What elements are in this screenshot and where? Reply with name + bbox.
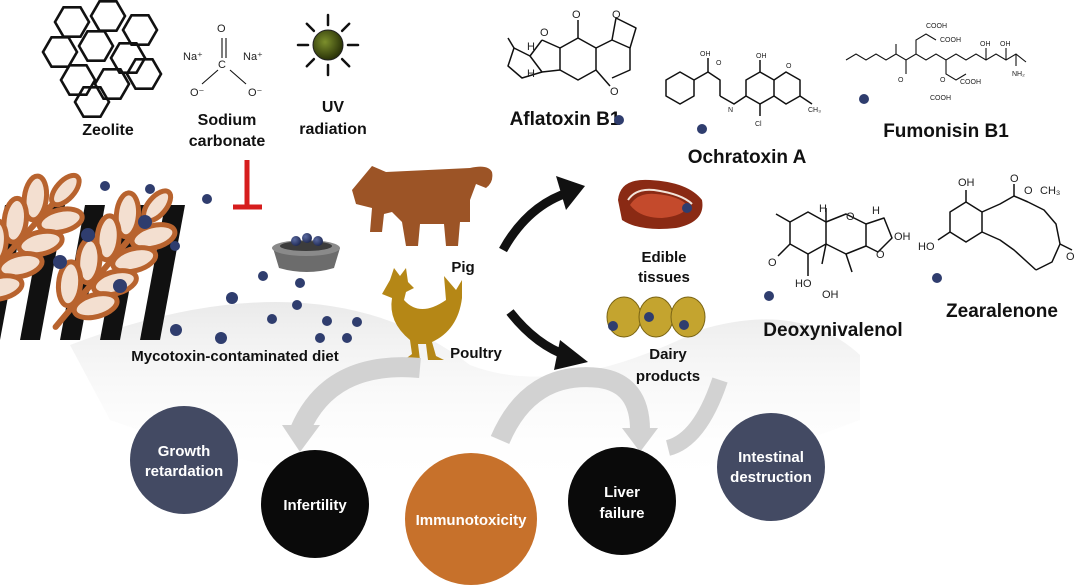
liver-failure-circle: Liver failure <box>568 447 676 555</box>
fumonisin-b1-structure: COOH COOH COOH COOH OH OH NH₂ O O <box>845 23 1027 102</box>
sodium-carbonate-label-line-2: carbonate <box>189 133 266 150</box>
aflatoxin-oxygen-ring: O <box>540 27 549 39</box>
poultry-icon <box>382 268 462 360</box>
immunotoxicity-label: Immunotoxicity <box>416 512 528 529</box>
infertility-label: Infertility <box>283 497 347 514</box>
zearalenone-label: Zearalenone <box>946 301 1058 322</box>
dairy-products-label-line-2: products <box>636 368 700 385</box>
gray-arrow-left <box>282 357 421 452</box>
aflatoxin-b1-structure: O O H H O O <box>507 9 637 98</box>
intestinal-destruction-label-line-1: Intestinal <box>738 449 804 466</box>
ochratoxin-a-label: Ochratoxin A <box>688 147 807 168</box>
ochratoxin-oh: OH <box>700 51 711 58</box>
gray-fan-background <box>70 302 860 490</box>
deoxynivalenol-hydrogen-ring: H <box>819 203 827 215</box>
growth-retardation-label-line-1: Growth <box>158 443 211 460</box>
zearalenone-oh-top: OH <box>958 177 975 189</box>
poultry-label: Poultry <box>450 345 502 362</box>
feed-bowl-icon <box>272 233 340 272</box>
arrow-to-dairy-products <box>506 309 588 370</box>
deoxynivalenol-oxygen-ring: O <box>846 211 855 223</box>
aflatoxin-oxygen-ketone: O <box>612 9 621 21</box>
fumonisin-oh-2: OH <box>1000 41 1011 48</box>
fumonisin-b1-label: Fumonisin B1 <box>883 121 1009 142</box>
deoxynivalenol-label: Deoxynivalenol <box>763 320 902 341</box>
sodium-carbonate-structure: O C Na⁺ Na⁺ O⁻ O⁻ <box>183 23 263 99</box>
fumonisin-cooh-3: COOH <box>960 79 981 86</box>
fumonisin-cooh-4: COOH <box>930 95 951 102</box>
ochratoxin-methyl: CH₃ <box>808 107 821 114</box>
fumonisin-oxygen-2: O <box>940 77 946 84</box>
ochratoxin-oxygen-acid: O <box>716 60 722 67</box>
sodium-ion-right: Na⁺ <box>243 51 263 63</box>
inhibition-symbol <box>233 160 262 210</box>
infertility-circle: Infertility <box>261 450 369 558</box>
deoxynivalenol-oh-bottom: OH <box>822 289 839 301</box>
diet-label: Mycotoxin-contaminated diet <box>131 348 339 365</box>
sodium-ion-left: Na⁺ <box>183 51 203 63</box>
aflatoxin-oxygen-carbonyl: O <box>572 9 581 21</box>
fumonisin-nh2: NH₂ <box>1012 71 1025 78</box>
carbonate-oxygen-left: O⁻ <box>190 87 205 99</box>
deoxynivalenol-hydrogen-top: H <box>872 205 880 217</box>
ochratoxin-chlorine: Cl <box>755 121 762 128</box>
sodium-carbonate-label-line-1: Sodium <box>198 112 257 129</box>
intestinal-destruction-circle: Intestinal destruction <box>717 413 825 521</box>
liver-failure-label-line-2: failure <box>599 505 644 522</box>
deoxynivalenol-oxygen-ketone: O <box>768 257 777 269</box>
fumonisin-cooh-2: COOH <box>940 37 961 44</box>
pig-label: Pig <box>451 259 474 276</box>
uv-radiation-label-line-2: radiation <box>299 121 367 138</box>
aflatoxin-oxygen-methoxy: O <box>610 86 619 98</box>
zearalenone-ho: HO <box>918 241 935 253</box>
zearalenone-oxygen-ketone: O <box>1066 251 1075 263</box>
uv-sun-icon <box>296 13 360 77</box>
zeolite-label: Zeolite <box>82 122 134 139</box>
deoxynivalenol-ho: HO <box>795 278 812 290</box>
zearalenone-oxygen-lactone: O <box>1024 185 1033 197</box>
carbonate-oxygen-right: O⁻ <box>248 87 263 99</box>
edible-tissues-label-line-2: tissues <box>638 269 690 286</box>
mycotoxin-dots <box>53 94 942 344</box>
gray-arrow-far-right <box>665 377 728 456</box>
growth-retardation-circle: Growth retardation <box>130 406 238 514</box>
fumonisin-oh-1: OH <box>980 41 991 48</box>
arrow-to-edible-tissues <box>499 176 585 253</box>
ochratoxin-nitrogen: N <box>728 107 733 114</box>
uv-radiation-label-line-1: UV <box>322 99 345 116</box>
intestinal-destruction-label-line-2: destruction <box>730 469 812 486</box>
fumonisin-cooh-1: COOH <box>926 23 947 30</box>
ochratoxin-a-structure: OH O N OH O CH₃ Cl <box>665 51 821 128</box>
deoxynivalenol-oxygen-epoxide: O <box>876 249 885 261</box>
liver-failure-label-line-1: Liver <box>604 484 640 501</box>
aflatoxin-b1-label: Aflatoxin B1 <box>510 109 621 130</box>
zearalenone-methyl: CH₃ <box>1040 185 1060 197</box>
zearalenone-structure: OH HO O O CH₃ O <box>918 173 1075 271</box>
gray-arrow-right <box>490 367 658 452</box>
aflatoxin-hydrogen-bottom: H <box>527 68 535 80</box>
fumonisin-oxygen-1: O <box>898 77 904 84</box>
ochratoxin-oh-phenol: OH <box>756 53 767 60</box>
carbonate-oxygen-top: O <box>217 23 226 35</box>
immunotoxicity-circle: Immunotoxicity <box>405 453 537 585</box>
carbonate-carbon: C <box>218 59 226 71</box>
ochratoxin-oxygen-lactone: O <box>786 63 792 70</box>
aflatoxin-hydrogen-top: H <box>527 41 535 53</box>
dairy-products-label-line-1: Dairy <box>649 346 687 363</box>
deoxynivalenol-oh-right: OH <box>894 231 911 243</box>
eggs-icon <box>606 296 706 338</box>
growth-retardation-label-line-2: retardation <box>145 463 223 480</box>
edible-tissues-label-line-1: Edible <box>641 249 686 266</box>
meat-steak-icon <box>618 179 703 229</box>
deoxynivalenol-structure: O HO OH O H OH O H <box>768 203 911 301</box>
zearalenone-oxygen-carbonyl: O <box>1010 173 1019 185</box>
pig-icon <box>352 166 493 246</box>
zeolite-structure-icon <box>41 0 163 118</box>
wheat-grain-icon <box>0 172 178 330</box>
